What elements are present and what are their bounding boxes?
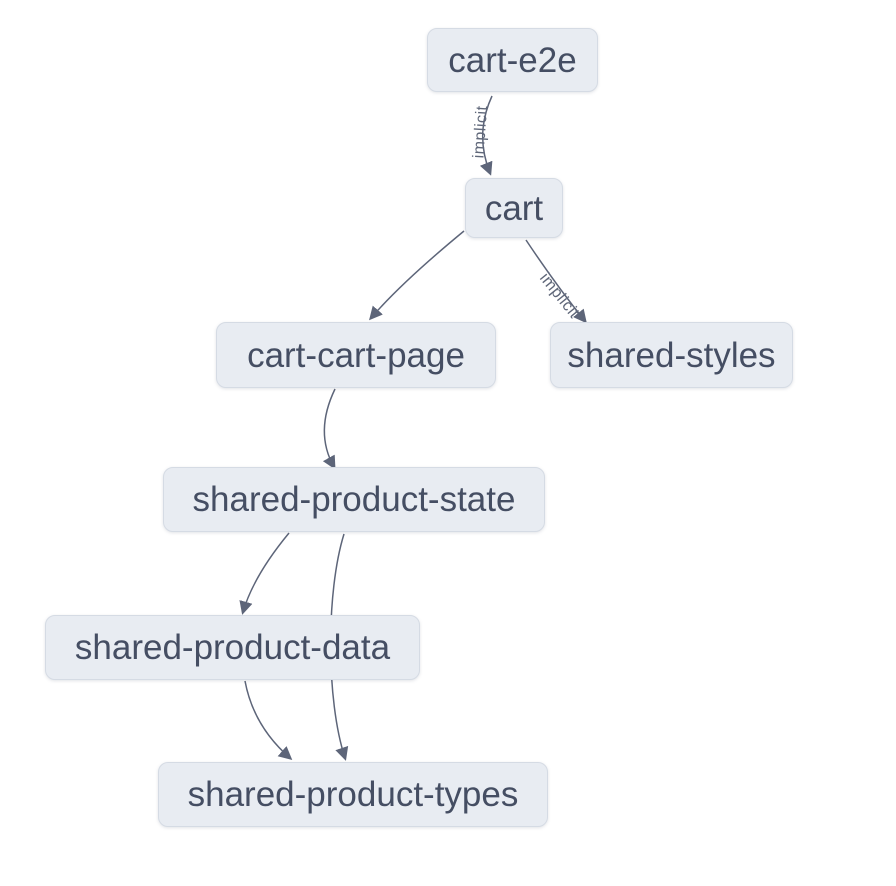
node-cart-cart-page[interactable]: cart-cart-page	[216, 322, 496, 388]
node-cart-e2e[interactable]: cart-e2e	[427, 28, 598, 92]
node-label: shared-product-types	[187, 775, 519, 814]
node-shared-styles[interactable]: shared-styles	[550, 322, 793, 388]
node-label: cart-e2e	[448, 40, 577, 80]
edge-cart-to-cart-cart-page[interactable]	[369, 230, 465, 321]
edge-shared-product-data-to-shared-product-types[interactable]	[244, 680, 293, 760]
node-shared-product-state[interactable]: shared-product-state	[163, 467, 545, 532]
node-cart[interactable]: cart	[465, 178, 563, 238]
node-label: cart	[484, 188, 544, 228]
edge-shared-product-state-to-shared-product-data[interactable]	[239, 532, 290, 615]
node-label: shared-styles	[567, 335, 776, 375]
node-shared-product-types[interactable]: shared-product-types	[158, 762, 548, 827]
edge-cart-cart-page-to-shared-product-state[interactable]	[322, 388, 336, 470]
node-shared-product-data[interactable]: shared-product-data	[45, 615, 420, 680]
edge-cart-to-shared-styles[interactable]	[525, 239, 587, 324]
edge-label-implicit-shared-styles: implicit	[536, 270, 583, 322]
edge-label-implicit-cart-e2e: implicit	[470, 105, 491, 159]
node-label: cart-cart-page	[247, 335, 465, 375]
edge-cart-e2e-to-cart[interactable]	[479, 95, 493, 176]
node-label: shared-product-state	[192, 480, 516, 519]
node-label: shared-product-data	[74, 628, 391, 667]
